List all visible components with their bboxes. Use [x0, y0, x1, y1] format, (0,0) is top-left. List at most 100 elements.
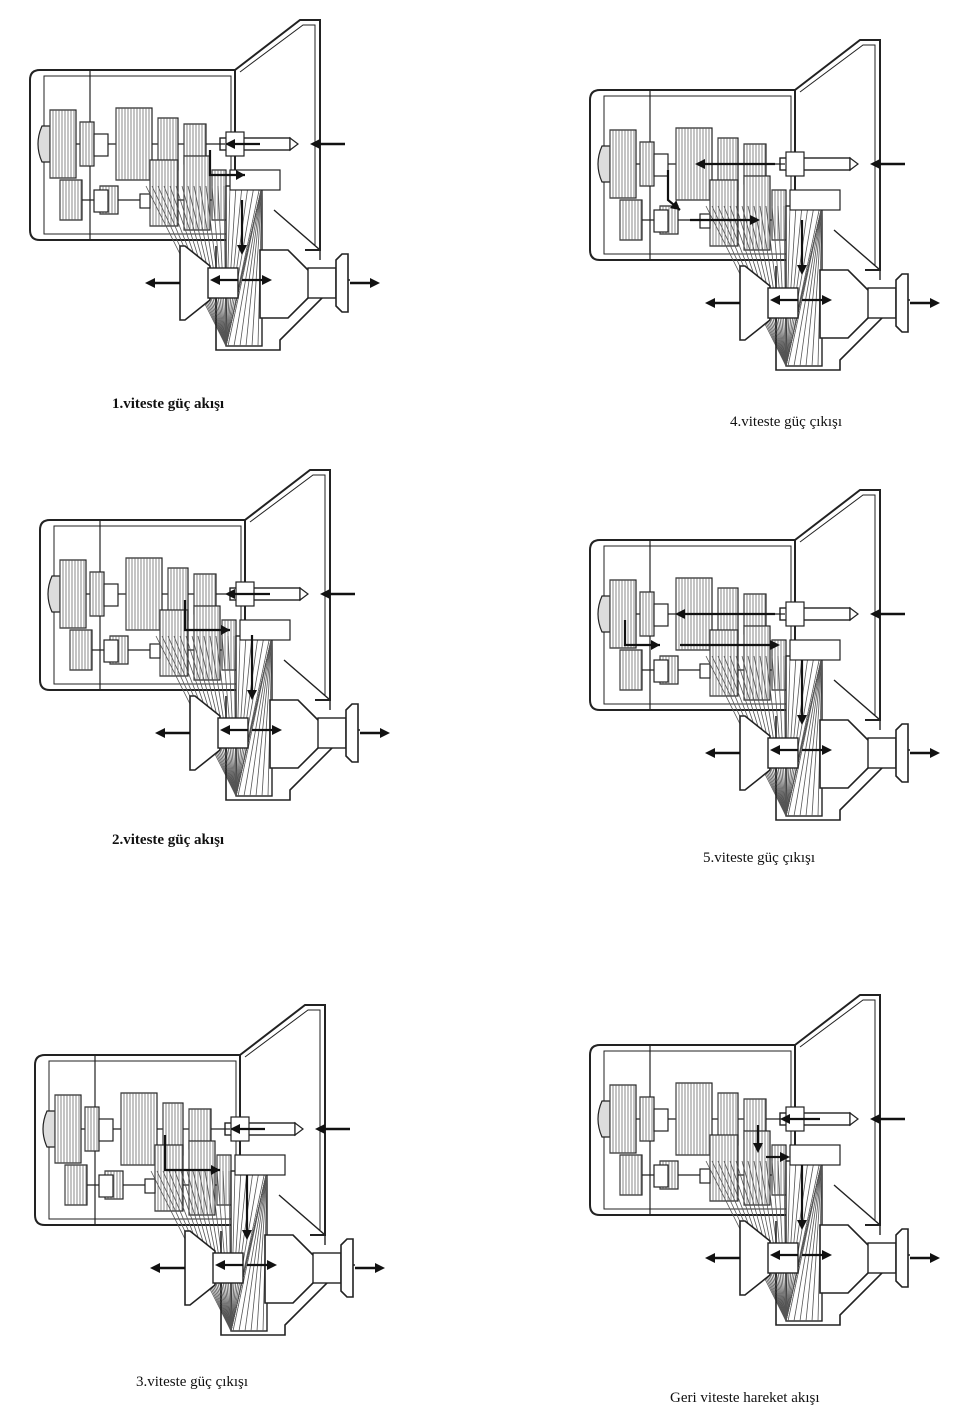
gearbox-housing	[589, 1044, 796, 1216]
upper-gear-1	[609, 1084, 637, 1154]
output-arrow-icon	[150, 1263, 185, 1273]
lower-gear-4	[743, 175, 771, 251]
transmission-diagram-gear-1	[29, 19, 380, 351]
right-output-flange	[340, 1238, 354, 1298]
power-flow-arrow-icon	[623, 620, 660, 650]
bell-housing-inner	[244, 1009, 321, 1231]
left-output-flange	[189, 695, 221, 771]
end-bearing	[42, 1110, 56, 1148]
differential-housing-upper	[833, 679, 881, 730]
output-arrow-icon	[145, 278, 180, 288]
caption-gear-3: 3.viteste güç çıkışı	[136, 1374, 249, 1390]
lower-gear-1	[619, 199, 643, 241]
upper-gear-2	[84, 1106, 100, 1152]
upper-gear-1	[609, 579, 637, 649]
power-flow-arrow-icon	[690, 215, 760, 225]
output-arrow-icon	[705, 1253, 740, 1263]
lower-gear-3	[709, 179, 739, 247]
synchro-collar-1	[93, 133, 109, 157]
output-arrow-icon	[802, 745, 832, 755]
left-output-flange	[179, 245, 211, 321]
output-arrow-icon	[220, 725, 248, 735]
power-flow-arrow-icon	[797, 1165, 807, 1230]
pinion-carrier	[234, 1154, 286, 1176]
lower-gear-3	[709, 629, 739, 697]
caption-gear-2: 2.viteste güç akışı	[112, 832, 225, 848]
caption-gear-reverse: Geri viteste hareket akışı	[670, 1390, 820, 1406]
pinion-carrier	[789, 189, 841, 211]
lower-gear-5	[211, 169, 227, 221]
synchro-collar-2	[653, 209, 669, 233]
output-arrow-icon	[215, 1260, 243, 1270]
power-flow-arrow-icon	[780, 1114, 820, 1124]
power-flow-arrow-icon	[163, 1135, 220, 1175]
diagram-panel-gear-5	[580, 480, 940, 821]
output-arrow-icon	[360, 728, 390, 738]
output-arrow-icon	[770, 1250, 798, 1260]
input-arrow-icon	[310, 139, 345, 149]
pinion-carrier	[789, 639, 841, 661]
ring-gear	[705, 655, 823, 817]
left-side-gear	[212, 1252, 244, 1284]
bell-housing-inner	[799, 44, 876, 266]
gearbox-housing	[589, 89, 796, 261]
differential-case	[819, 269, 871, 339]
upper-gear-3	[115, 107, 153, 181]
input-arrow-icon	[320, 589, 355, 599]
input-arrow-icon	[870, 159, 905, 169]
left-side-gear	[767, 287, 799, 319]
right-output-flange	[895, 1228, 909, 1288]
caption-gear-5: 5.viteste güç çıkışı	[703, 850, 816, 866]
power-flow-arrow-icon	[675, 609, 775, 619]
output-arrow-icon	[705, 298, 740, 308]
lower-gear-3	[709, 1134, 739, 1202]
input-shaft-tip	[849, 156, 859, 172]
bell-housing	[244, 469, 331, 701]
transmission-schematic	[39, 469, 390, 801]
output-arrow-icon	[252, 725, 282, 735]
power-flow-arrow-icon	[797, 660, 807, 725]
synchro-collar-3	[139, 193, 151, 209]
input-shaft-tip	[849, 1111, 859, 1127]
differential-housing-upper	[833, 229, 881, 280]
right-output-flange	[895, 273, 909, 333]
output-arrow-icon	[155, 728, 190, 738]
synchro-collar-2	[98, 1174, 114, 1198]
right-side-gear	[867, 287, 897, 319]
output-arrow-icon	[802, 295, 832, 305]
synchro-collar-1	[653, 153, 669, 177]
synchro-collar-1	[98, 1118, 114, 1142]
power-flow-arrow-icon	[183, 600, 230, 635]
diagram-panel-gear-1	[20, 10, 380, 370]
synchro-collar-4	[785, 601, 805, 627]
caption-gear-4: 4.viteste güç çıkışı	[730, 414, 843, 430]
bell-housing-inner	[249, 474, 326, 696]
right-output-flange	[895, 723, 909, 783]
lower-gear-4	[188, 1140, 216, 1216]
lower-gear-5	[771, 189, 787, 241]
left-side-gear	[767, 1242, 799, 1274]
upper-gear-2	[79, 121, 95, 167]
input-shaft-tip	[299, 586, 309, 602]
lower-gear-1	[69, 629, 93, 671]
input-shaft-tip	[289, 136, 299, 152]
differential-case	[819, 719, 871, 789]
transmission-schematic	[34, 1004, 385, 1336]
differential-housing-upper	[278, 1194, 326, 1245]
synchro-collar-2	[93, 189, 109, 213]
gearbox-housing	[34, 1054, 241, 1226]
gearbox-housing	[29, 69, 236, 241]
transmission-diagram-gear-2	[39, 469, 390, 801]
power-flow-arrow-icon	[242, 1175, 252, 1240]
left-side-gear	[767, 737, 799, 769]
upper-gear-3	[125, 557, 163, 631]
transmission-schematic	[29, 19, 380, 351]
ring-gear	[145, 185, 263, 347]
synchro-collar-2	[653, 659, 669, 683]
upper-gear-2	[639, 1096, 655, 1142]
diagram-panel-gear-3	[25, 995, 385, 1345]
synchro-collar-1	[103, 583, 119, 607]
synchro-collar-3	[144, 1178, 156, 1194]
bell-housing	[234, 19, 321, 251]
right-side-gear	[312, 1252, 342, 1284]
